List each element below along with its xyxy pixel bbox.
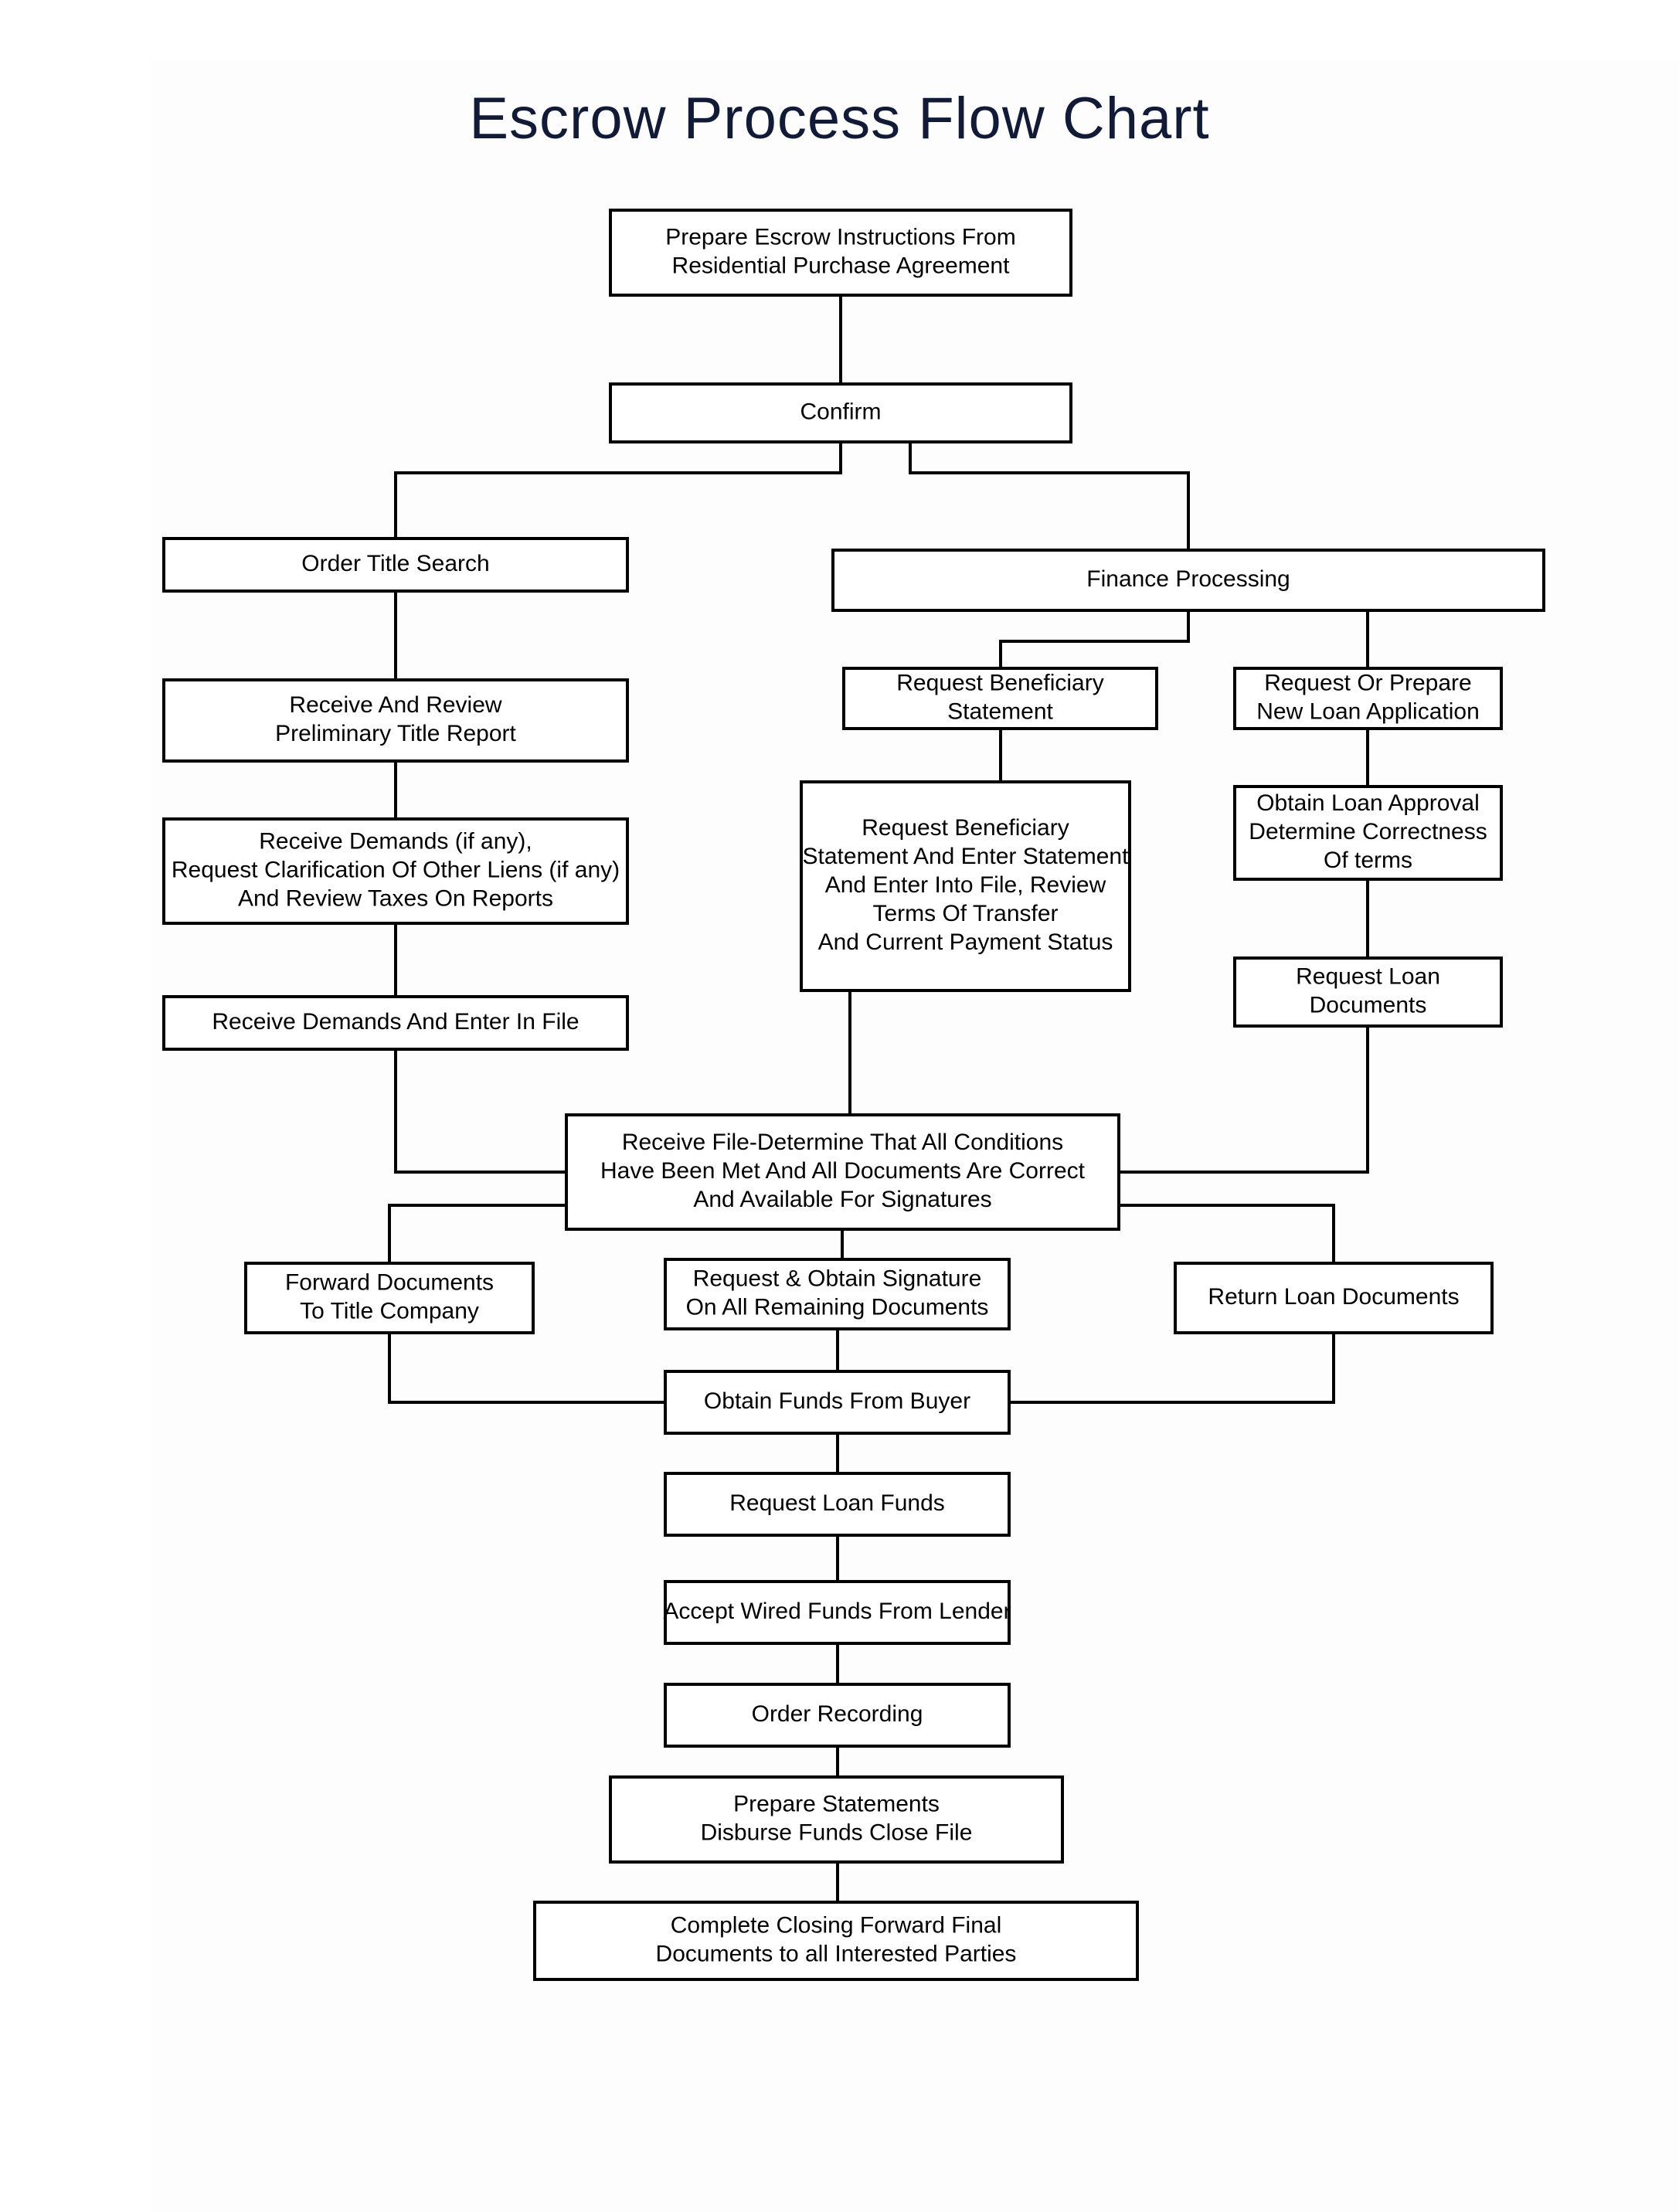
flow-node[interactable]: Order Title Search <box>162 537 629 593</box>
connector-layer <box>388 295 1369 1902</box>
flow-node[interactable]: Order Recording <box>664 1683 1011 1748</box>
connector-line <box>388 1204 566 1263</box>
flow-node-box <box>800 780 1131 992</box>
flow-node-label: Receive Demands (if any),Request Clarifi… <box>172 828 620 911</box>
page-title: Escrow Process Flow Chart <box>469 86 1210 151</box>
flow-node[interactable]: Confirm <box>609 382 1072 443</box>
flow-node[interactable]: Request Loan Funds <box>664 1472 1011 1537</box>
flow-node[interactable]: Return Loan Documents <box>1174 1262 1494 1334</box>
flow-node-box <box>842 667 1158 730</box>
flow-node-box <box>162 817 629 925</box>
flow-node-box <box>162 678 629 763</box>
flow-node-box <box>162 995 629 1051</box>
flow-node-label: Receive Demands And Enter In File <box>212 1009 579 1035</box>
flow-node-box <box>244 1262 535 1334</box>
flow-node-box <box>1233 667 1503 730</box>
connector-line <box>1188 609 1369 668</box>
flow-node[interactable]: Receive File-Determine That All Conditio… <box>565 1113 1120 1231</box>
flow-node-label: Finance Processing <box>1086 566 1290 592</box>
flow-node-box <box>831 549 1545 612</box>
flow-node-box <box>664 1370 1011 1435</box>
flow-node-label: Order Recording <box>752 1701 923 1727</box>
flow-node-box <box>664 1580 1011 1645</box>
flow-node-box <box>664 1683 1011 1748</box>
connector-line <box>388 1333 665 1404</box>
connector-line <box>1119 1204 1335 1263</box>
flow-node[interactable]: Receive Demands And Enter In File <box>162 995 629 1051</box>
flow-node-box <box>565 1113 1120 1231</box>
flow-node-label: Accept Wired Funds From Lender <box>663 1599 1011 1624</box>
flow-node-label: Request Loan Funds <box>729 1490 945 1516</box>
flow-node-label: Return Loan Documents <box>1208 1284 1459 1310</box>
flow-node-box <box>162 537 629 593</box>
flow-node-label: Obtain Funds From Buyer <box>704 1388 970 1414</box>
flow-node[interactable]: Accept Wired Funds From Lender <box>663 1580 1011 1645</box>
connector-line <box>1119 1026 1369 1174</box>
flow-node-box <box>664 1472 1011 1537</box>
connector-line <box>999 610 1190 668</box>
flow-node-box <box>664 1258 1011 1330</box>
flow-node-box <box>609 209 1072 297</box>
footer: Flow Chart Provided By PROGRESSIVE ESCRO… <box>0 2055 1679 2187</box>
flow-node-box <box>1233 956 1503 1028</box>
flow-node-box <box>609 382 1072 443</box>
flow-node-box <box>1174 1262 1494 1334</box>
flow-node-box <box>533 1901 1139 1981</box>
connector-line <box>841 440 1190 550</box>
flow-node-label: Receive File-Determine That All Conditio… <box>600 1130 1086 1212</box>
flow-node-box <box>609 1775 1064 1864</box>
flow-node-label: Order Title Search <box>301 551 489 576</box>
connector-line <box>394 1049 566 1174</box>
flow-node[interactable]: Obtain Funds From Buyer <box>664 1370 1011 1435</box>
flow-node-label: Confirm <box>800 399 881 424</box>
flow-node[interactable]: Receive Demands (if any),Request Clarifi… <box>162 817 629 925</box>
connector-line <box>1009 1333 1335 1404</box>
flow-node[interactable]: Finance Processing <box>831 549 1545 612</box>
flow-node-box <box>1233 785 1503 881</box>
connector-line <box>394 442 842 539</box>
